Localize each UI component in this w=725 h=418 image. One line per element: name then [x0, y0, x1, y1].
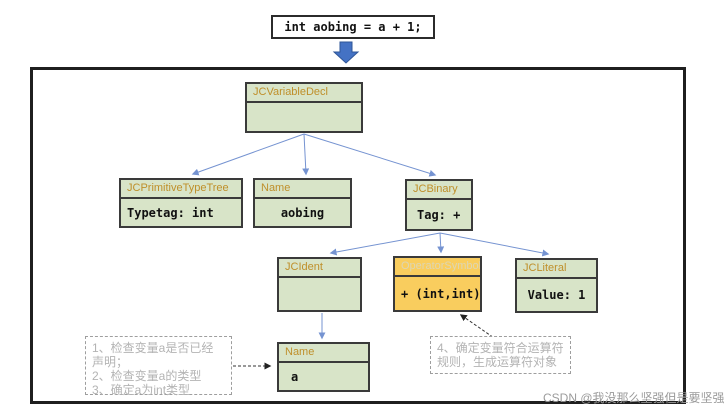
diagram-frame — [30, 67, 686, 404]
node-jcprimitivetypetree-body: Typetag: int — [127, 205, 214, 220]
node-name-a-body: a — [291, 369, 299, 384]
node-name-aobing: Name aobing — [253, 178, 352, 228]
node-operatorsymbol-body: + (int,int) — [401, 286, 481, 301]
source-code-text: int aobing = a + 1; — [284, 20, 422, 34]
note-right-line-1: 4、确定变量符合运算符 — [437, 341, 564, 355]
node-name-aobing-body: aobing — [280, 205, 325, 220]
node-name-a-title: Name — [279, 344, 368, 363]
block-down-arrow-icon — [332, 41, 360, 64]
csdn-watermark: CSDN @我没那么坚强但是要坚强 — [543, 391, 725, 405]
source-code-box: int aobing = a + 1; — [271, 15, 435, 39]
node-jcvariabledecl-title: JCVariableDecl — [247, 84, 361, 103]
node-jcliteral-title: JCLiteral — [517, 260, 596, 279]
node-jcident: JCIdent — [277, 257, 362, 312]
node-jcprimitivetypetree-title: JCPrimitiveTypeTree — [121, 180, 241, 199]
node-jcbinary: JCBinary Tag: + — [405, 179, 473, 231]
node-operatorsymbol: OperatorSymbol + (int,int) — [393, 256, 482, 312]
node-name-aobing-title: Name — [255, 180, 350, 199]
note-left-line-3: 2、检查变量a的类型 — [92, 369, 202, 383]
note-right-operator-rule: 4、确定变量符合运算符 规则，生成运算符对象 — [430, 336, 571, 374]
node-jcprimitivetypetree: JCPrimitiveTypeTree Typetag: int — [119, 178, 243, 228]
note-right-line-2: 规则，生成运算符对象 — [437, 355, 558, 369]
node-jcbinary-title: JCBinary — [407, 181, 471, 200]
note-left-line-1: 1、检查变量a是否已经 — [92, 341, 214, 355]
note-left-check-variable: 1、检查变量a是否已经 声明； 2、检查变量a的类型 3、确定a为int类型 — [85, 336, 232, 397]
node-jcident-body — [279, 278, 360, 310]
node-jcbinary-body: Tag: + — [417, 207, 461, 222]
node-operatorsymbol-title: OperatorSymbol — [395, 258, 480, 277]
node-jcliteral: JCLiteral Value: 1 — [515, 258, 598, 313]
note-left-line-2: 声明； — [92, 355, 129, 369]
note-left-line-4: 3、确定a为int类型 — [92, 383, 191, 397]
node-jcliteral-body: Value: 1 — [527, 288, 586, 302]
node-jcident-title: JCIdent — [279, 259, 360, 278]
node-jcvariabledecl: JCVariableDecl — [245, 82, 363, 133]
node-jcvariabledecl-body — [247, 103, 361, 131]
node-name-a: Name a — [277, 342, 370, 392]
